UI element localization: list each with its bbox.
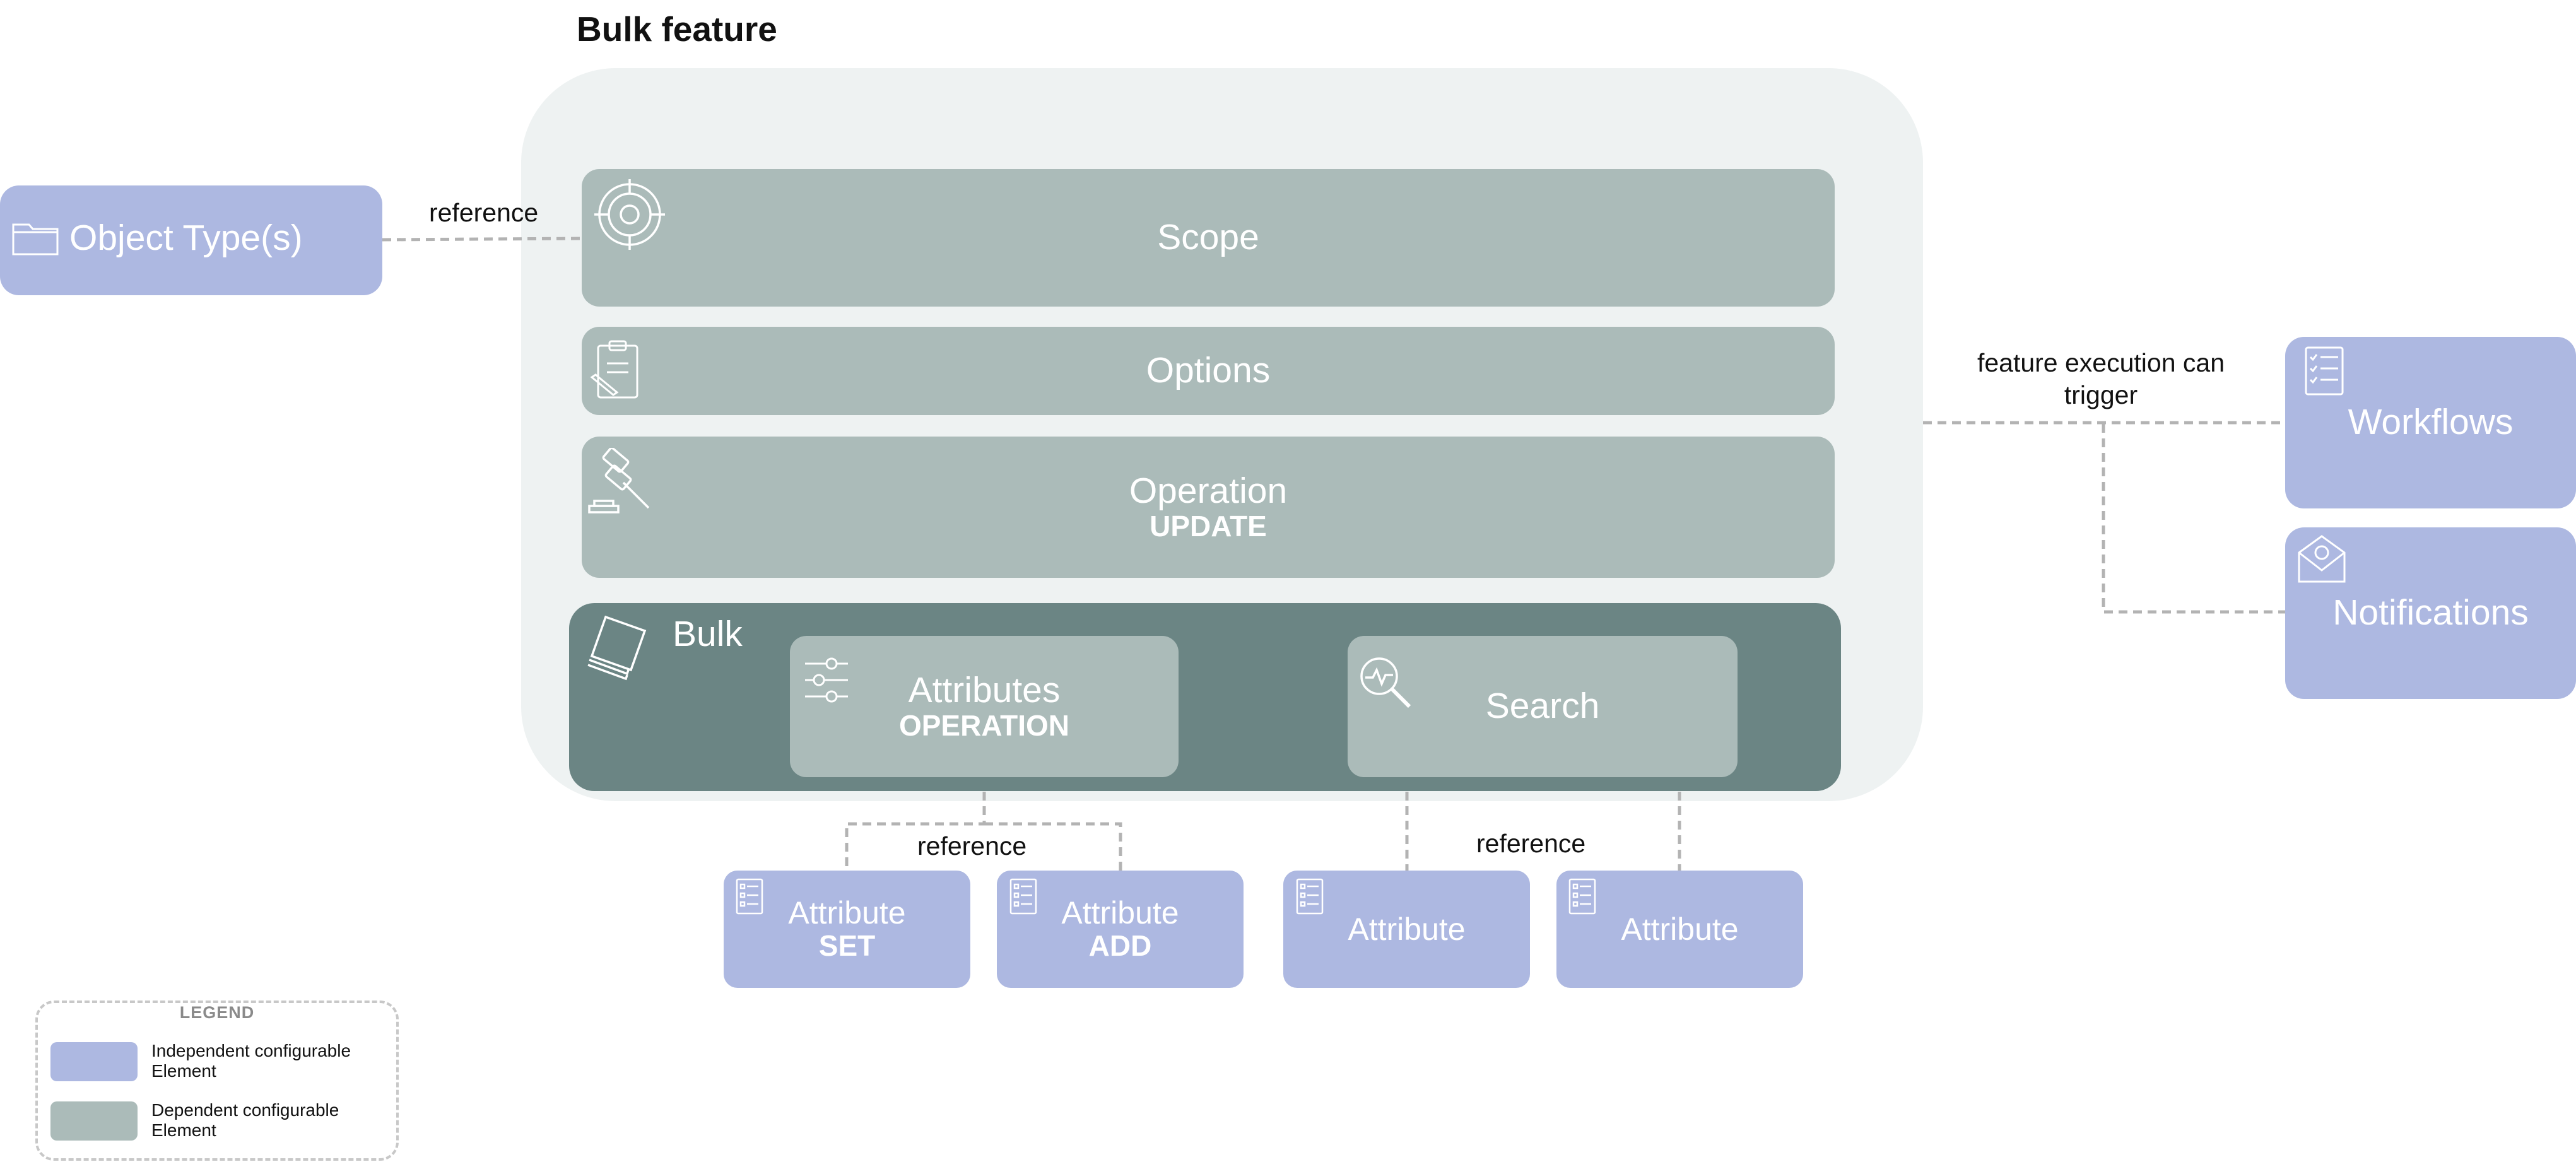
reference-label-left: reference — [429, 198, 539, 227]
target-icon — [594, 179, 665, 250]
scope-box[interactable]: Scope — [582, 169, 1835, 307]
diagram-title: Bulk feature — [577, 9, 777, 49]
checklist-icon — [2305, 346, 2344, 396]
attribute-box-1[interactable]: Attribute — [1283, 871, 1530, 988]
stacked-papers-icon — [587, 615, 647, 681]
connector-feature-notifications — [2102, 424, 2285, 614]
legend-swatch-independent — [50, 1042, 138, 1081]
connector-attributes-set-add — [845, 777, 986, 871]
operation-box[interactable]: Operation UPDATE — [582, 437, 1835, 578]
options-box[interactable]: Options — [582, 327, 1835, 415]
envelope-at-icon — [2298, 535, 2346, 583]
attributes-label: Attributes — [908, 669, 1061, 710]
operation-sub: UPDATE — [1150, 509, 1267, 543]
attribute-set-sub: SET — [818, 929, 876, 962]
trigger-label: feature execution can trigger — [1977, 348, 2225, 410]
attribute-add-label: Attribute — [1061, 895, 1179, 931]
clipboard-pen-icon — [590, 340, 638, 399]
search-label: Search — [1485, 686, 1600, 727]
folder-icon — [12, 223, 59, 255]
search-chart-icon — [1360, 657, 1411, 708]
notifications-box[interactable]: Notifications — [2285, 527, 2576, 699]
attribute-set-box[interactable]: Attribute SET — [724, 871, 970, 988]
bulk-label: Bulk — [673, 614, 743, 654]
attributes-sub: OPERATION — [898, 708, 1070, 742]
attribute-box-2[interactable]: Attribute — [1556, 871, 1803, 988]
legend-independent-text: Independent configurable Element — [151, 1041, 351, 1081]
attribute-set-label: Attribute — [788, 895, 906, 931]
list-icon — [736, 878, 763, 915]
notifications-label: Notifications — [2332, 592, 2529, 633]
list-icon — [1568, 878, 1596, 915]
scope-label: Scope — [1157, 217, 1259, 258]
object-types-label: Object Type(s) — [69, 218, 303, 258]
attributes-operation-box[interactable]: Attributes OPERATION — [790, 636, 1179, 777]
reference-label-attributes: reference — [917, 831, 1027, 860]
workflows-box[interactable]: Workflows — [2285, 337, 2576, 508]
sliders-icon — [805, 657, 848, 703]
gavel-icon — [588, 448, 650, 514]
reference-label-search: reference — [1476, 829, 1586, 858]
list-icon — [1296, 878, 1324, 915]
attribute-2-label: Attribute — [1621, 911, 1739, 947]
legend-title: LEGEND — [179, 1003, 255, 1022]
legend: LEGEND Independent configurable Element … — [35, 1001, 399, 1161]
operation-label: Operation — [1129, 470, 1288, 511]
connector-object-types-scope — [382, 237, 582, 242]
legend-dependent-text: Dependent configurable Element — [151, 1100, 339, 1141]
legend-swatch-dependent — [50, 1101, 138, 1141]
attribute-add-sub: ADD — [1088, 929, 1152, 962]
object-types-box[interactable] — [0, 185, 382, 295]
attribute-1-label: Attribute — [1348, 911, 1466, 947]
list-icon — [1009, 878, 1037, 915]
workflows-label: Workflows — [2348, 402, 2514, 443]
options-label: Options — [1146, 350, 1271, 391]
search-box[interactable]: Search — [1348, 636, 1738, 777]
attribute-add-box[interactable]: Attribute ADD — [997, 871, 1244, 988]
